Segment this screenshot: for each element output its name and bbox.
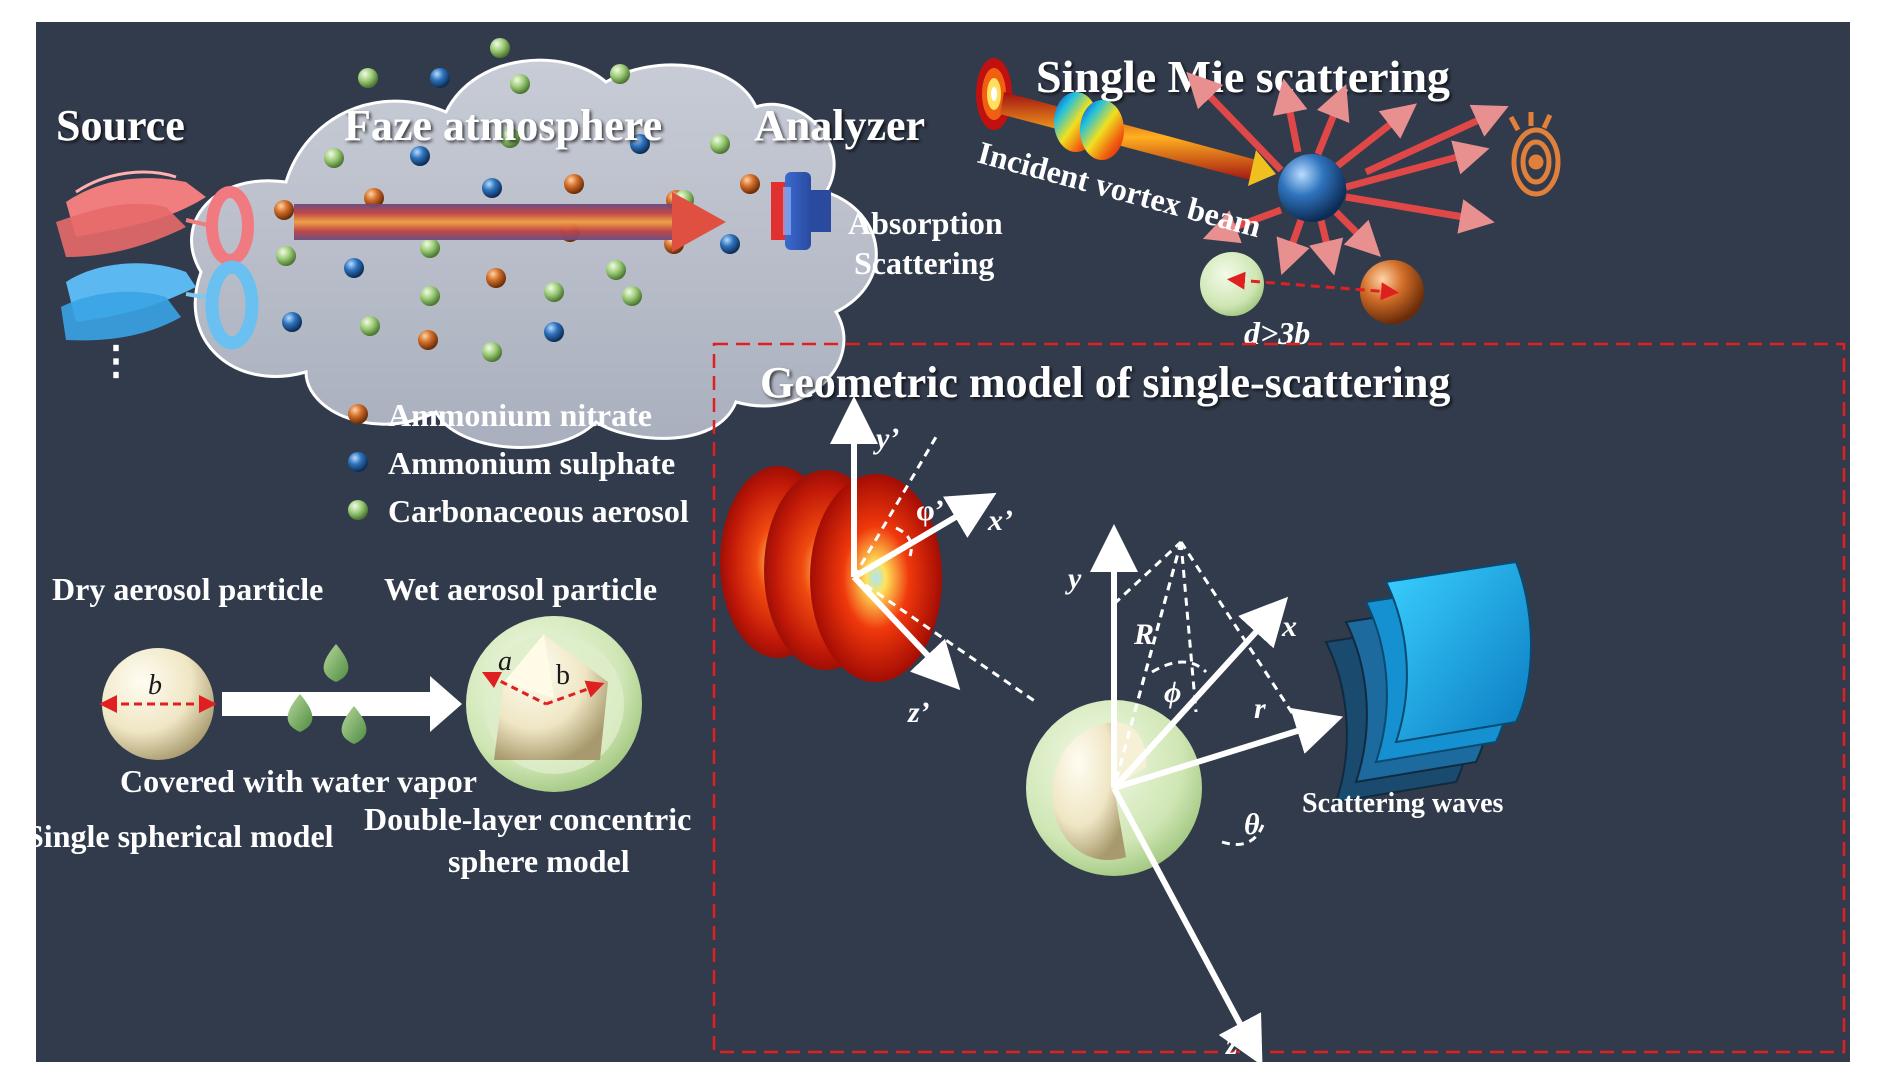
scattering-waves (1324, 560, 1532, 804)
double-model-label-1: Double-layer concentric (364, 801, 691, 837)
distance-label: d>3b (1244, 315, 1310, 351)
analyzer-detector (771, 172, 831, 250)
dry-particle-label: Dry aerosol particle (52, 571, 323, 607)
beam-through-haze (294, 192, 726, 252)
single-model-label: Single spherical model (36, 818, 334, 854)
wet-particle (466, 616, 642, 792)
z-axis-label: z (1225, 1028, 1238, 1061)
diagram-canvas: ⋮ Source Faze atmosphere Analyzer Absorp… (36, 38, 1846, 1062)
sulphate-particle (430, 68, 450, 88)
nitrate-particle (418, 330, 438, 350)
carbon-particle (420, 286, 440, 306)
nitrate-particle (274, 200, 294, 220)
r-label: r (1254, 692, 1266, 725)
legend-carbon-marker (348, 500, 368, 520)
carbon-particle (544, 282, 564, 302)
carbon-particle (358, 68, 378, 88)
legend-nitrate-label: Ammonium nitrate (388, 397, 652, 433)
dry-radius-label: b (148, 670, 162, 701)
legend: Ammonium nitrate Ammonium sulphate Carbo… (348, 397, 689, 529)
analyzer-label: Analyzer (754, 101, 925, 150)
y-axis-label: y (1065, 562, 1082, 595)
covered-label: Covered with water vapor (120, 763, 477, 799)
nitrate-particle (364, 188, 384, 208)
mie-title: Single Mie scattering (1036, 51, 1450, 102)
nitrate-particle (486, 268, 506, 288)
sulphate-particle (544, 322, 564, 342)
source-label: Source (56, 101, 185, 150)
carbon-particle (420, 238, 440, 258)
scattering-label: Scattering (854, 245, 994, 281)
sulphate-particle (482, 178, 502, 198)
wet-particle-label: Wet aerosol particle (384, 571, 657, 607)
wet-outer-radius-label: b (556, 660, 570, 691)
nitrate-particle (740, 174, 760, 194)
carbon-particle (610, 64, 630, 84)
primed-axes (830, 396, 997, 691)
carbon-particle (710, 134, 730, 154)
theta-label: θ (1244, 808, 1260, 841)
humidification-arrow (222, 676, 462, 732)
sulphate-particle (720, 234, 740, 254)
carbon-particle (622, 286, 642, 306)
sulphate-particle (630, 134, 650, 154)
water-drops (287, 644, 367, 744)
z-prime-label: z’ (907, 696, 930, 729)
cloud-particles (274, 38, 760, 362)
x-axis-label: x (1281, 610, 1297, 643)
atmosphere-label: Faze atmosphere (344, 101, 662, 150)
legend-nitrate-marker (348, 404, 368, 424)
incident-wavefronts (720, 466, 942, 682)
legend-sulphate-marker (348, 452, 368, 472)
geometric-model-frame (712, 342, 1846, 1054)
scattering-waves-label: Scattering waves (1302, 788, 1504, 819)
legend-sulphate-label: Ammonium sulphate (388, 445, 675, 481)
absorption-label: Absorption (848, 205, 1003, 241)
carbon-particle (500, 128, 520, 148)
carbon-particle (510, 74, 530, 94)
source-beams (56, 170, 259, 350)
wet-inner-radius-label: a (498, 646, 512, 677)
carbon-particle (276, 246, 296, 266)
carbon-particle (324, 148, 344, 168)
haze-cloud (190, 58, 878, 449)
legend-carbon-label: Carbonaceous aerosol (388, 493, 689, 529)
sulphate-particle (344, 258, 364, 278)
double-model-label-2: sphere model (448, 843, 630, 879)
sulphate-particle (282, 312, 302, 332)
sulphate-particle (410, 146, 430, 166)
carbon-particle (360, 316, 380, 336)
carbon-particle (606, 260, 626, 280)
R-label: R (1133, 618, 1154, 651)
phi-label: ϕ (1164, 676, 1181, 709)
diagram-panel: ⋮ Source Faze atmosphere Analyzer Absorp… (36, 22, 1850, 1062)
y-prime-label: y’ (873, 422, 899, 455)
carbon-particle (490, 38, 510, 58)
carbon-particle (482, 342, 502, 362)
incident-beam-label: Incident vortex beam (974, 134, 1265, 244)
source-ellipsis: ⋮ (96, 338, 136, 383)
x-prime-label: x’ (987, 504, 1013, 537)
nitrate-particle (564, 174, 584, 194)
geometric-model-title: Geometric model of single-scattering (760, 358, 1450, 407)
dry-particle (99, 648, 217, 760)
phi-prime-label: φ’ (916, 494, 945, 527)
mie-scattering-illustration (976, 58, 1561, 324)
